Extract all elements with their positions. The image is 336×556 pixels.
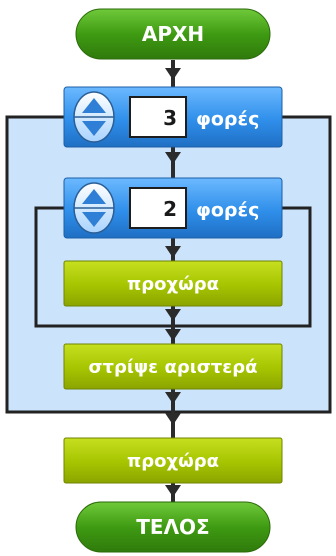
action-label: στρίψε αριστερά [88,357,257,378]
arrow-down-icon [165,309,181,321]
count-stepper-outer[interactable] [73,91,115,143]
arrow-down-icon [165,485,181,497]
repeat-count-value: 3 [163,106,177,130]
repeat-count-field-inner[interactable]: 2 [129,187,187,229]
end-label: ΤΕΛΟΣ [136,515,209,539]
arrow-down-icon [165,329,181,341]
turn-left-block[interactable]: στρίψε αριστερά [63,343,283,390]
arrow-down-icon [165,392,181,404]
repeat-unit-label: φορές [196,199,259,221]
count-stepper-inner[interactable] [73,182,115,234]
arrow-down-icon [165,246,181,258]
connector-arrows [165,68,181,497]
repeat-unit-label: φορές [196,108,259,130]
stepper-up-icon[interactable] [82,98,106,113]
stepper-down-icon[interactable] [82,212,106,227]
move-forward-block[interactable]: προχώρα [63,260,283,307]
arrow-down-icon [165,152,181,164]
arrow-down-icon [165,68,181,80]
action-label: προχώρα [127,451,219,472]
repeat-count-value: 2 [163,197,177,221]
end-block[interactable]: ΤΕΛΟΣ [75,501,271,553]
start-label: ΑΡΧΗ [142,22,204,46]
stepper-down-icon[interactable] [82,121,106,136]
start-block[interactable]: ΑΡΧΗ [75,8,271,60]
stepper-up-icon[interactable] [82,189,106,204]
repeat-count-field-outer[interactable]: 3 [129,96,187,138]
move-forward-block[interactable]: προχώρα [63,437,283,484]
action-label: προχώρα [127,274,219,295]
arrow-down-icon [165,413,181,425]
